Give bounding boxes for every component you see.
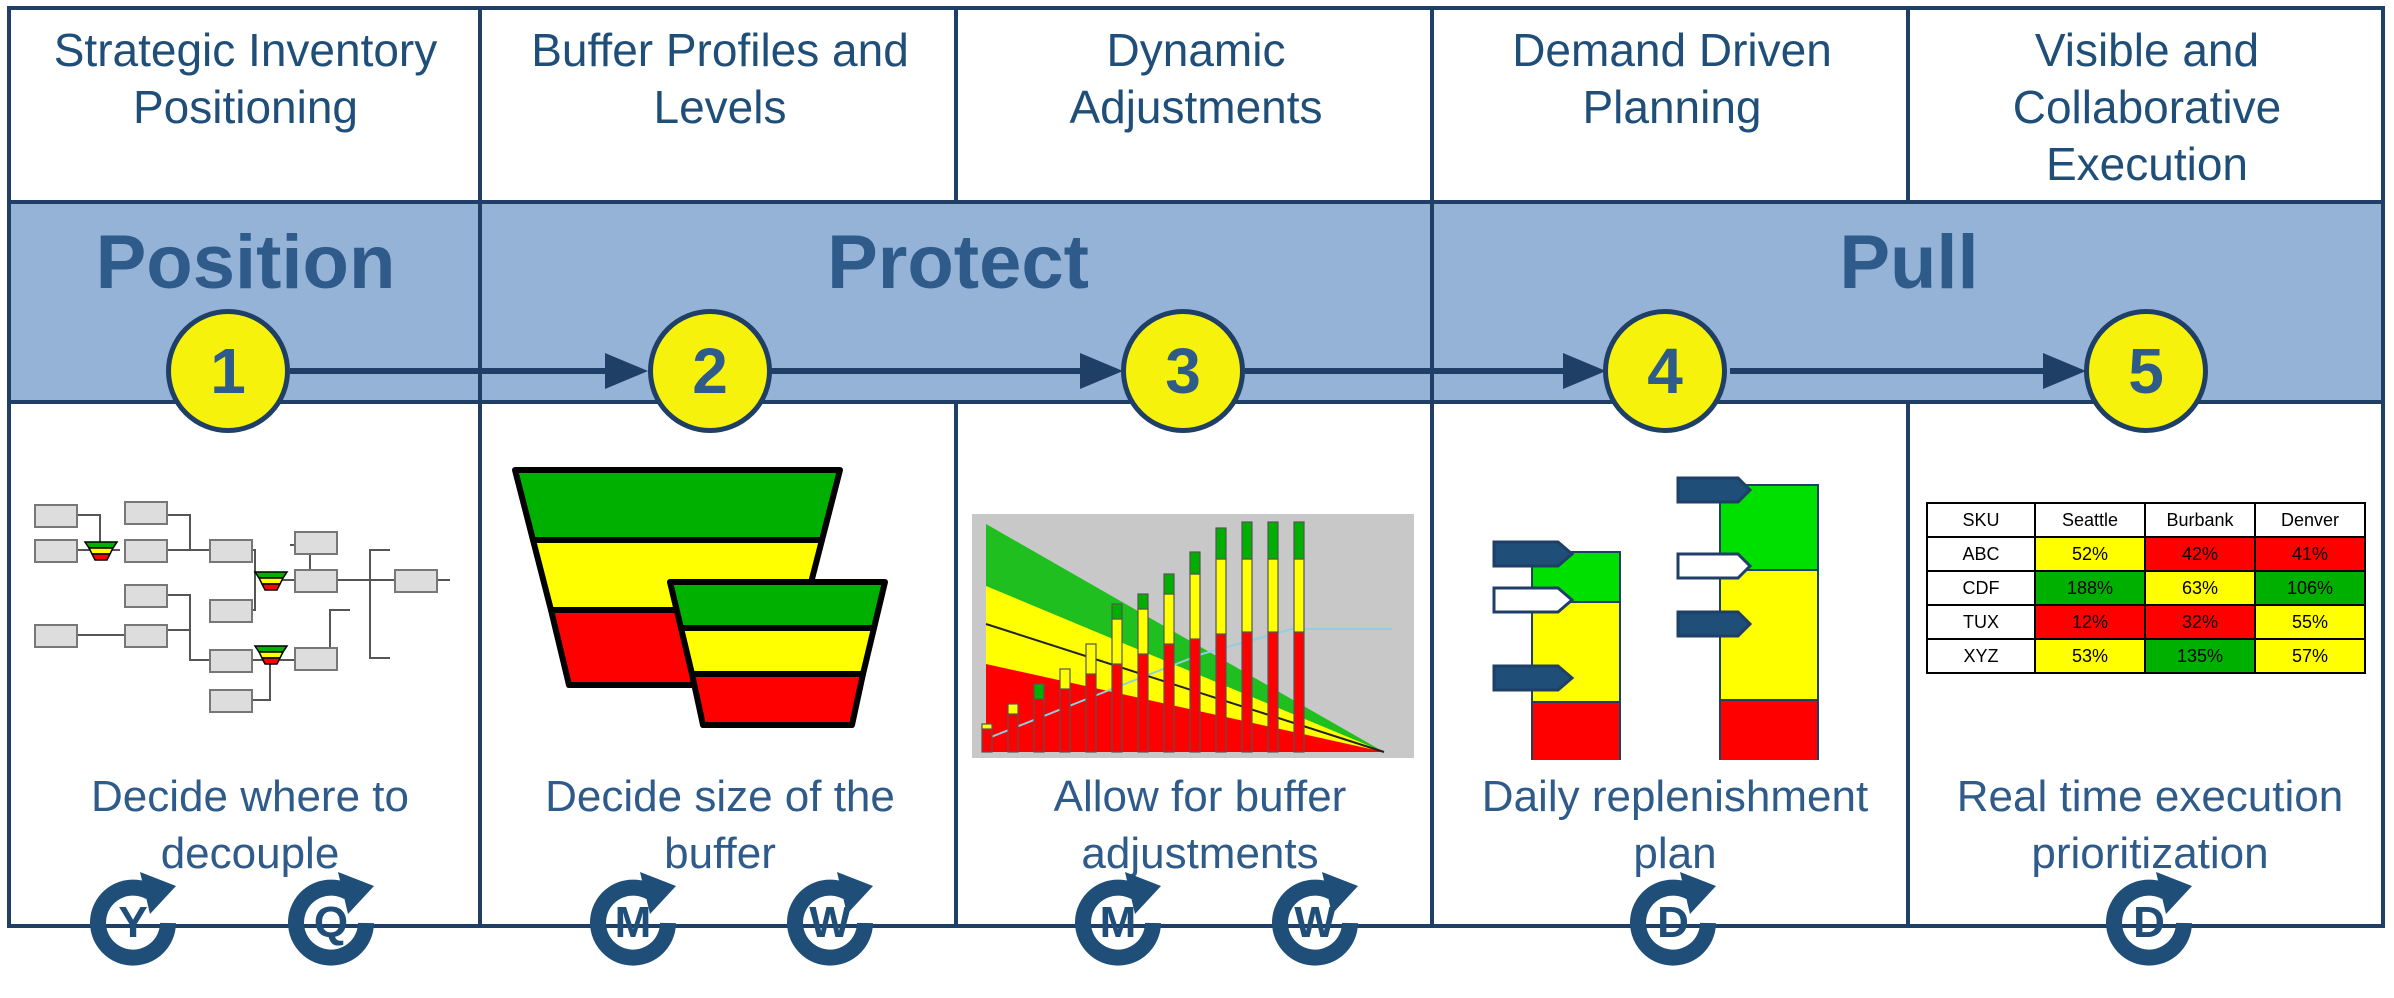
header-dynamic-adjustments: Dynamic Adjustments (1069, 24, 1323, 133)
phase-pull: Pull (1839, 220, 1979, 305)
cycle-yearly-icon: Y (80, 870, 186, 976)
table-header-cell: Denver (2254, 502, 2366, 538)
step-4-circle: 4 (1603, 309, 1727, 433)
table-row: ABC 52% 42% 41% (1926, 536, 2366, 572)
table-header-cell: SKU (1926, 502, 2036, 538)
cycle-letter: M (614, 898, 652, 947)
table-header-row: SKU Seattle Burbank Denver (1926, 502, 2366, 538)
description-decide-size-of-buffer: Decide size of the buffer (545, 772, 895, 878)
header-visible-collaborative-execution: Visible and Collaborative Execution (2012, 24, 2282, 190)
cycle-letter: Y (118, 898, 148, 947)
step-1-circle: 1 (166, 309, 290, 433)
phase-position: Position (95, 220, 396, 305)
cycle-letter: D (2133, 898, 2165, 947)
cycle-weekly-icon: W (1262, 870, 1368, 976)
cycle-letter: D (1657, 898, 1689, 947)
header-strategic-inventory-positioning: Strategic Inventory Positioning (53, 24, 438, 133)
header-buffer-profiles-levels: Buffer Profiles and Levels (531, 24, 909, 133)
table-cell: 57% (2254, 638, 2366, 674)
table-cell: 32% (2144, 604, 2256, 640)
step-3-circle: 3 (1121, 309, 1245, 433)
table-cell: 12% (2034, 604, 2146, 640)
cycle-daily-icon: D (2096, 870, 2202, 976)
cycle-monthly-icon: M (580, 870, 686, 976)
cycle-quarterly-icon: Q (278, 870, 384, 976)
table-cell: 55% (2254, 604, 2366, 640)
sku-cell: TUX (1926, 604, 2036, 640)
table-cell: 135% (2144, 638, 2256, 674)
network-illustration (34, 501, 450, 713)
table-header-cell: Seattle (2034, 502, 2146, 538)
table-row: CDF 188% 63% 106% (1926, 570, 2366, 606)
description-decide-where-to-decouple: Decide where to decouple (91, 772, 409, 878)
sku-cell: XYZ (1926, 638, 2036, 674)
description-real-time-execution: Real time execution prioritization (1956, 772, 2344, 878)
header-demand-driven-planning: Demand Driven Planning (1512, 24, 1832, 133)
description-allow-buffer-adjustments: Allow for buffer adjustments (1053, 772, 1347, 878)
table-row: TUX 12% 32% 55% (1926, 604, 2366, 640)
table-cell: 63% (2144, 570, 2256, 606)
cycle-monthly-icon: M (1065, 870, 1171, 976)
cycle-letter: M (1099, 898, 1137, 947)
phase-protect: Protect (827, 220, 1089, 305)
sku-cell: ABC (1926, 536, 2036, 572)
step-2-circle: 2 (648, 309, 772, 433)
table-cell: 42% (2144, 536, 2256, 572)
description-daily-replenishment-plan: Daily replenishment plan (1481, 772, 1869, 878)
table-cell: 52% (2034, 536, 2146, 572)
sku-cell: CDF (1926, 570, 2036, 606)
table-cell: 41% (2254, 536, 2366, 572)
cycle-daily-icon: D (1620, 870, 1726, 976)
cycle-weekly-icon: W (777, 870, 883, 976)
step-5-circle: 5 (2084, 309, 2208, 433)
table-cell: 53% (2034, 638, 2146, 674)
table-header-cell: Burbank (2144, 502, 2256, 538)
buffer-funnels-illustration (512, 467, 888, 728)
replenishment-buffers-illustration (1492, 476, 1819, 760)
cycle-letter: W (1294, 898, 1336, 947)
buffer-adjustment-chart (972, 514, 1414, 758)
cycle-letter: Q (313, 898, 349, 947)
cycle-letter: W (809, 898, 851, 947)
sku-priority-table: SKU Seattle Burbank Denver ABC 52% 42% 4… (1926, 502, 2366, 674)
table-cell: 106% (2254, 570, 2366, 606)
table-row: XYZ 53% 135% 57% (1926, 638, 2366, 674)
table-cell: 188% (2034, 570, 2146, 606)
